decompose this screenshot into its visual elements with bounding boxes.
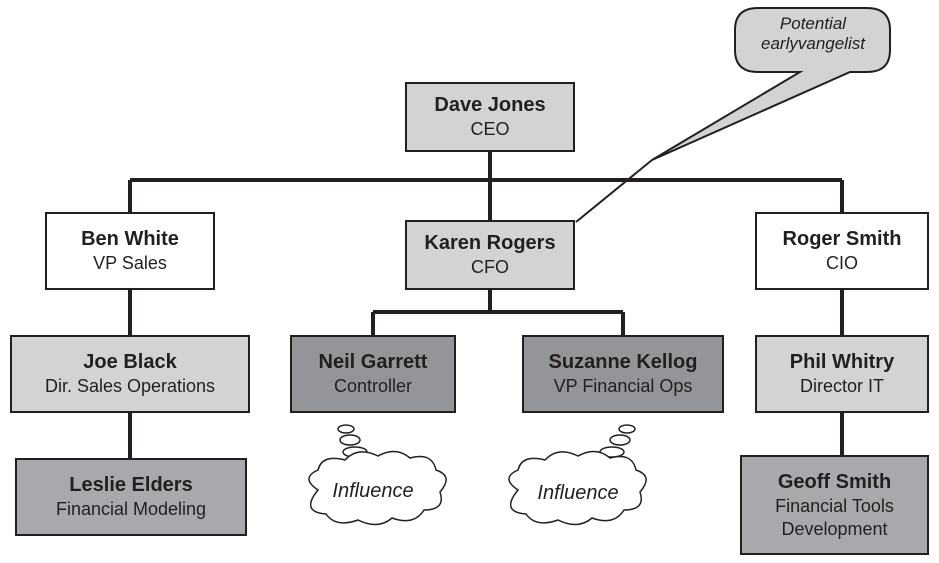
node-title-line1: Financial Tools	[775, 496, 894, 516]
org-node-vp-sales: Ben White VP Sales	[45, 212, 215, 290]
node-title: Dir. Sales Operations	[44, 376, 216, 397]
influence-cloud-left	[308, 450, 447, 526]
node-title: VP Sales	[93, 253, 167, 274]
callout-line1: Potential	[779, 14, 847, 33]
influence-label-right: Influence	[537, 482, 619, 504]
node-name: Dave Jones	[434, 94, 546, 117]
node-name: Karen Rogers	[424, 232, 556, 255]
node-name: Suzanne Kellog	[548, 351, 698, 374]
node-name: Geoff Smith	[777, 471, 892, 493]
node-title: CIO	[825, 253, 858, 274]
node-title: Director IT	[799, 376, 884, 397]
tree-lines	[128, 150, 844, 458]
org-node-fin-modeling: Leslie Elders Financial Modeling	[15, 458, 247, 536]
org-node-dir-sales-ops: Joe Black Dir. Sales Operations	[10, 335, 250, 413]
node-name: Ben White	[81, 228, 179, 251]
callout-text: Potential earlyvangelist	[738, 14, 888, 55]
node-title: Financial Modeling	[55, 499, 207, 520]
org-node-cio: Roger Smith CIO	[755, 212, 929, 290]
org-node-ceo: Dave Jones CEO	[405, 82, 575, 152]
node-title: Controller	[333, 376, 413, 397]
node-title-line2: Development	[781, 518, 888, 539]
node-name: Roger Smith	[782, 228, 902, 251]
node-name: Joe Black	[83, 351, 177, 374]
node-name: Leslie Elders	[69, 474, 193, 497]
callout-bubble	[651, 7, 891, 161]
callout-pointer-line	[575, 159, 653, 223]
influence-label-left: Influence	[332, 480, 414, 502]
org-node-director-it: Phil Whitry Director IT	[755, 335, 929, 413]
node-name: Phil Whitry	[789, 351, 895, 374]
org-node-controller: Neil Garrett Controller	[290, 335, 456, 413]
org-node-cfo: Karen Rogers CFO	[405, 220, 575, 290]
org-node-vp-fin-ops: Suzanne Kellog VP Financial Ops	[522, 335, 724, 413]
callout-line2: earlyvangelist	[761, 34, 865, 54]
org-node-fin-tools: Geoff Smith Financial Tools Development	[740, 455, 929, 555]
influence-cloud-right	[508, 450, 647, 526]
node-name: Neil Garrett	[318, 351, 428, 374]
node-title: VP Financial Ops	[553, 376, 693, 397]
node-title: CFO	[471, 257, 509, 278]
node-title: CEO	[470, 119, 510, 140]
